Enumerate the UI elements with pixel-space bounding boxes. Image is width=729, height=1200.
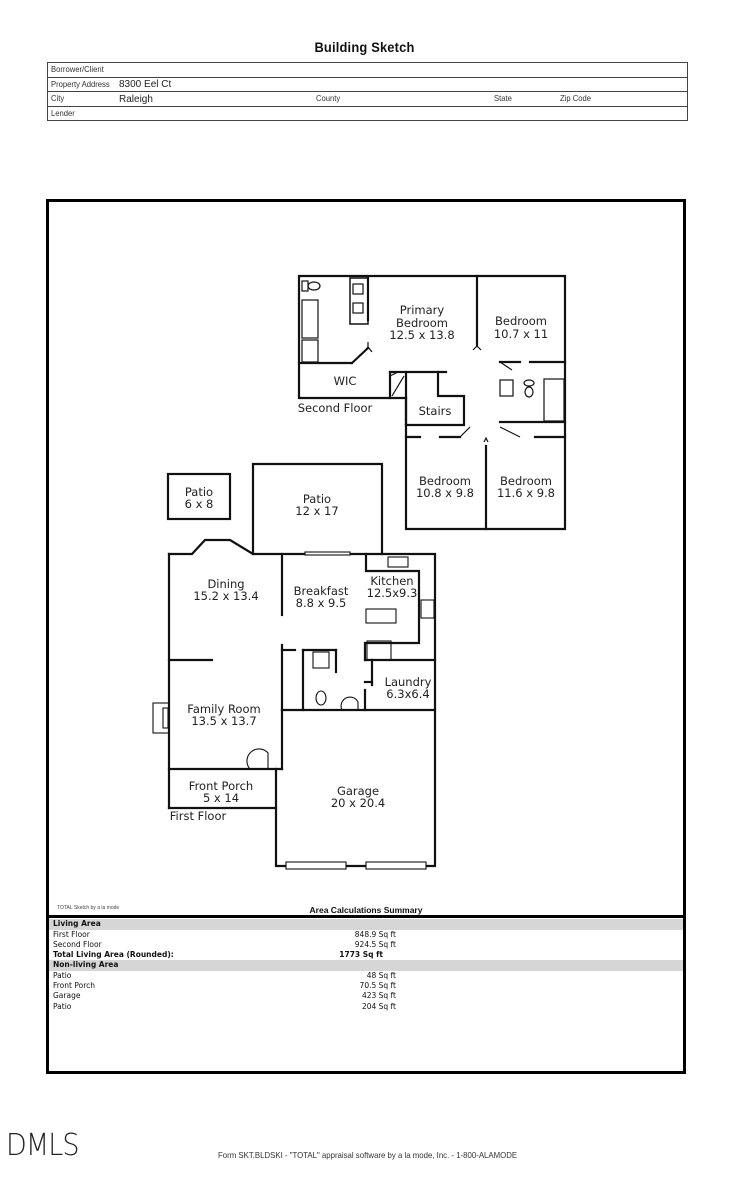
- svg-text:15.2 x 13.4: 15.2 x 13.4: [193, 589, 258, 603]
- svg-text:6.3x6.4: 6.3x6.4: [386, 687, 429, 701]
- sketch-frame: [46, 199, 686, 1074]
- garage-label: Garage: [337, 784, 379, 798]
- bedroom-se-label: Bedroom: [500, 474, 552, 488]
- page-title: Building Sketch: [314, 39, 415, 55]
- svg-text:12.5x9.3: 12.5x9.3: [367, 586, 418, 600]
- primary-bedroom-label: Primary: [400, 303, 445, 317]
- svg-text:Bedroom: Bedroom: [396, 316, 448, 330]
- lender-label: Lender: [51, 107, 75, 118]
- front-porch-label: Front Porch: [189, 779, 253, 793]
- bedroom-sw-label: Bedroom: [419, 474, 471, 488]
- dining-label: Dining: [207, 577, 244, 591]
- county-label: County: [316, 93, 341, 103]
- borrower-row: Borrower/Client: [48, 63, 687, 78]
- nonliving-area-header: Non-living Area: [49, 960, 683, 971]
- form-footer: Form SKT.BLDSKI - "TOTAL" appraisal soft…: [217, 1150, 518, 1160]
- city-value: Raleigh: [119, 94, 153, 105]
- svg-text:13.5 x 13.7: 13.5 x 13.7: [191, 714, 256, 728]
- sketch-credit: TOTAL Sketch by a la mode: [57, 905, 120, 911]
- living-area-header: Living Area: [49, 919, 683, 930]
- kitchen-label: Kitchen: [370, 574, 413, 588]
- svg-text:12 x 17: 12 x 17: [295, 504, 338, 518]
- breakfast-label: Breakfast: [294, 584, 349, 598]
- svg-text:5 x 14: 5 x 14: [203, 791, 239, 805]
- svg-text:8.8 x 9.5: 8.8 x 9.5: [296, 596, 347, 610]
- wic-label: WIC: [334, 374, 357, 388]
- state-label: State: [494, 93, 512, 103]
- svg-text:10.8 x 9.8: 10.8 x 9.8: [416, 486, 474, 500]
- address-row: Property Address 8300 Eel Ct: [48, 78, 687, 92]
- second-floor-label: Second Floor: [298, 401, 373, 415]
- dmls-logo: DMLS: [6, 1128, 80, 1163]
- svg-text:12.5 x 13.8: 12.5 x 13.8: [389, 328, 454, 342]
- family-room-label: Family Room: [187, 702, 260, 716]
- patio-small-label: Patio: [185, 485, 213, 499]
- summary-title: Area Calculations Summary: [309, 905, 423, 915]
- bedroom-ne-label: Bedroom: [495, 314, 547, 328]
- patio-large-label: Patio: [303, 492, 331, 506]
- svg-text:11.6 x 9.8: 11.6 x 9.8: [497, 486, 555, 500]
- summary-header: TOTAL Sketch by a la mode Area Calculati…: [49, 903, 683, 916]
- address-label: Property Address: [51, 78, 110, 89]
- address-value: 8300 Eel Ct: [119, 78, 172, 90]
- property-header-table: Borrower/Client Property Address 8300 Ee…: [47, 62, 688, 121]
- stairs-label: Stairs: [419, 404, 452, 418]
- first-floor-label: First Floor: [170, 809, 227, 823]
- svg-text:20 x 20.4: 20 x 20.4: [331, 796, 385, 810]
- total-living-row: Total Living Area (Rounded):1773 Sq ft: [53, 950, 383, 960]
- borrower-label: Borrower/Client: [51, 64, 104, 74]
- laundry-label: Laundry: [385, 675, 432, 689]
- summary-divider: [46, 915, 686, 918]
- lender-row: Lender: [48, 107, 687, 121]
- city-row: City Raleigh County State Zip Code: [48, 92, 687, 107]
- svg-text:10.7 x 11: 10.7 x 11: [494, 327, 548, 341]
- svg-text:6 x 8: 6 x 8: [185, 497, 214, 511]
- zip-label: Zip Code: [560, 93, 592, 103]
- city-label: City: [51, 93, 65, 103]
